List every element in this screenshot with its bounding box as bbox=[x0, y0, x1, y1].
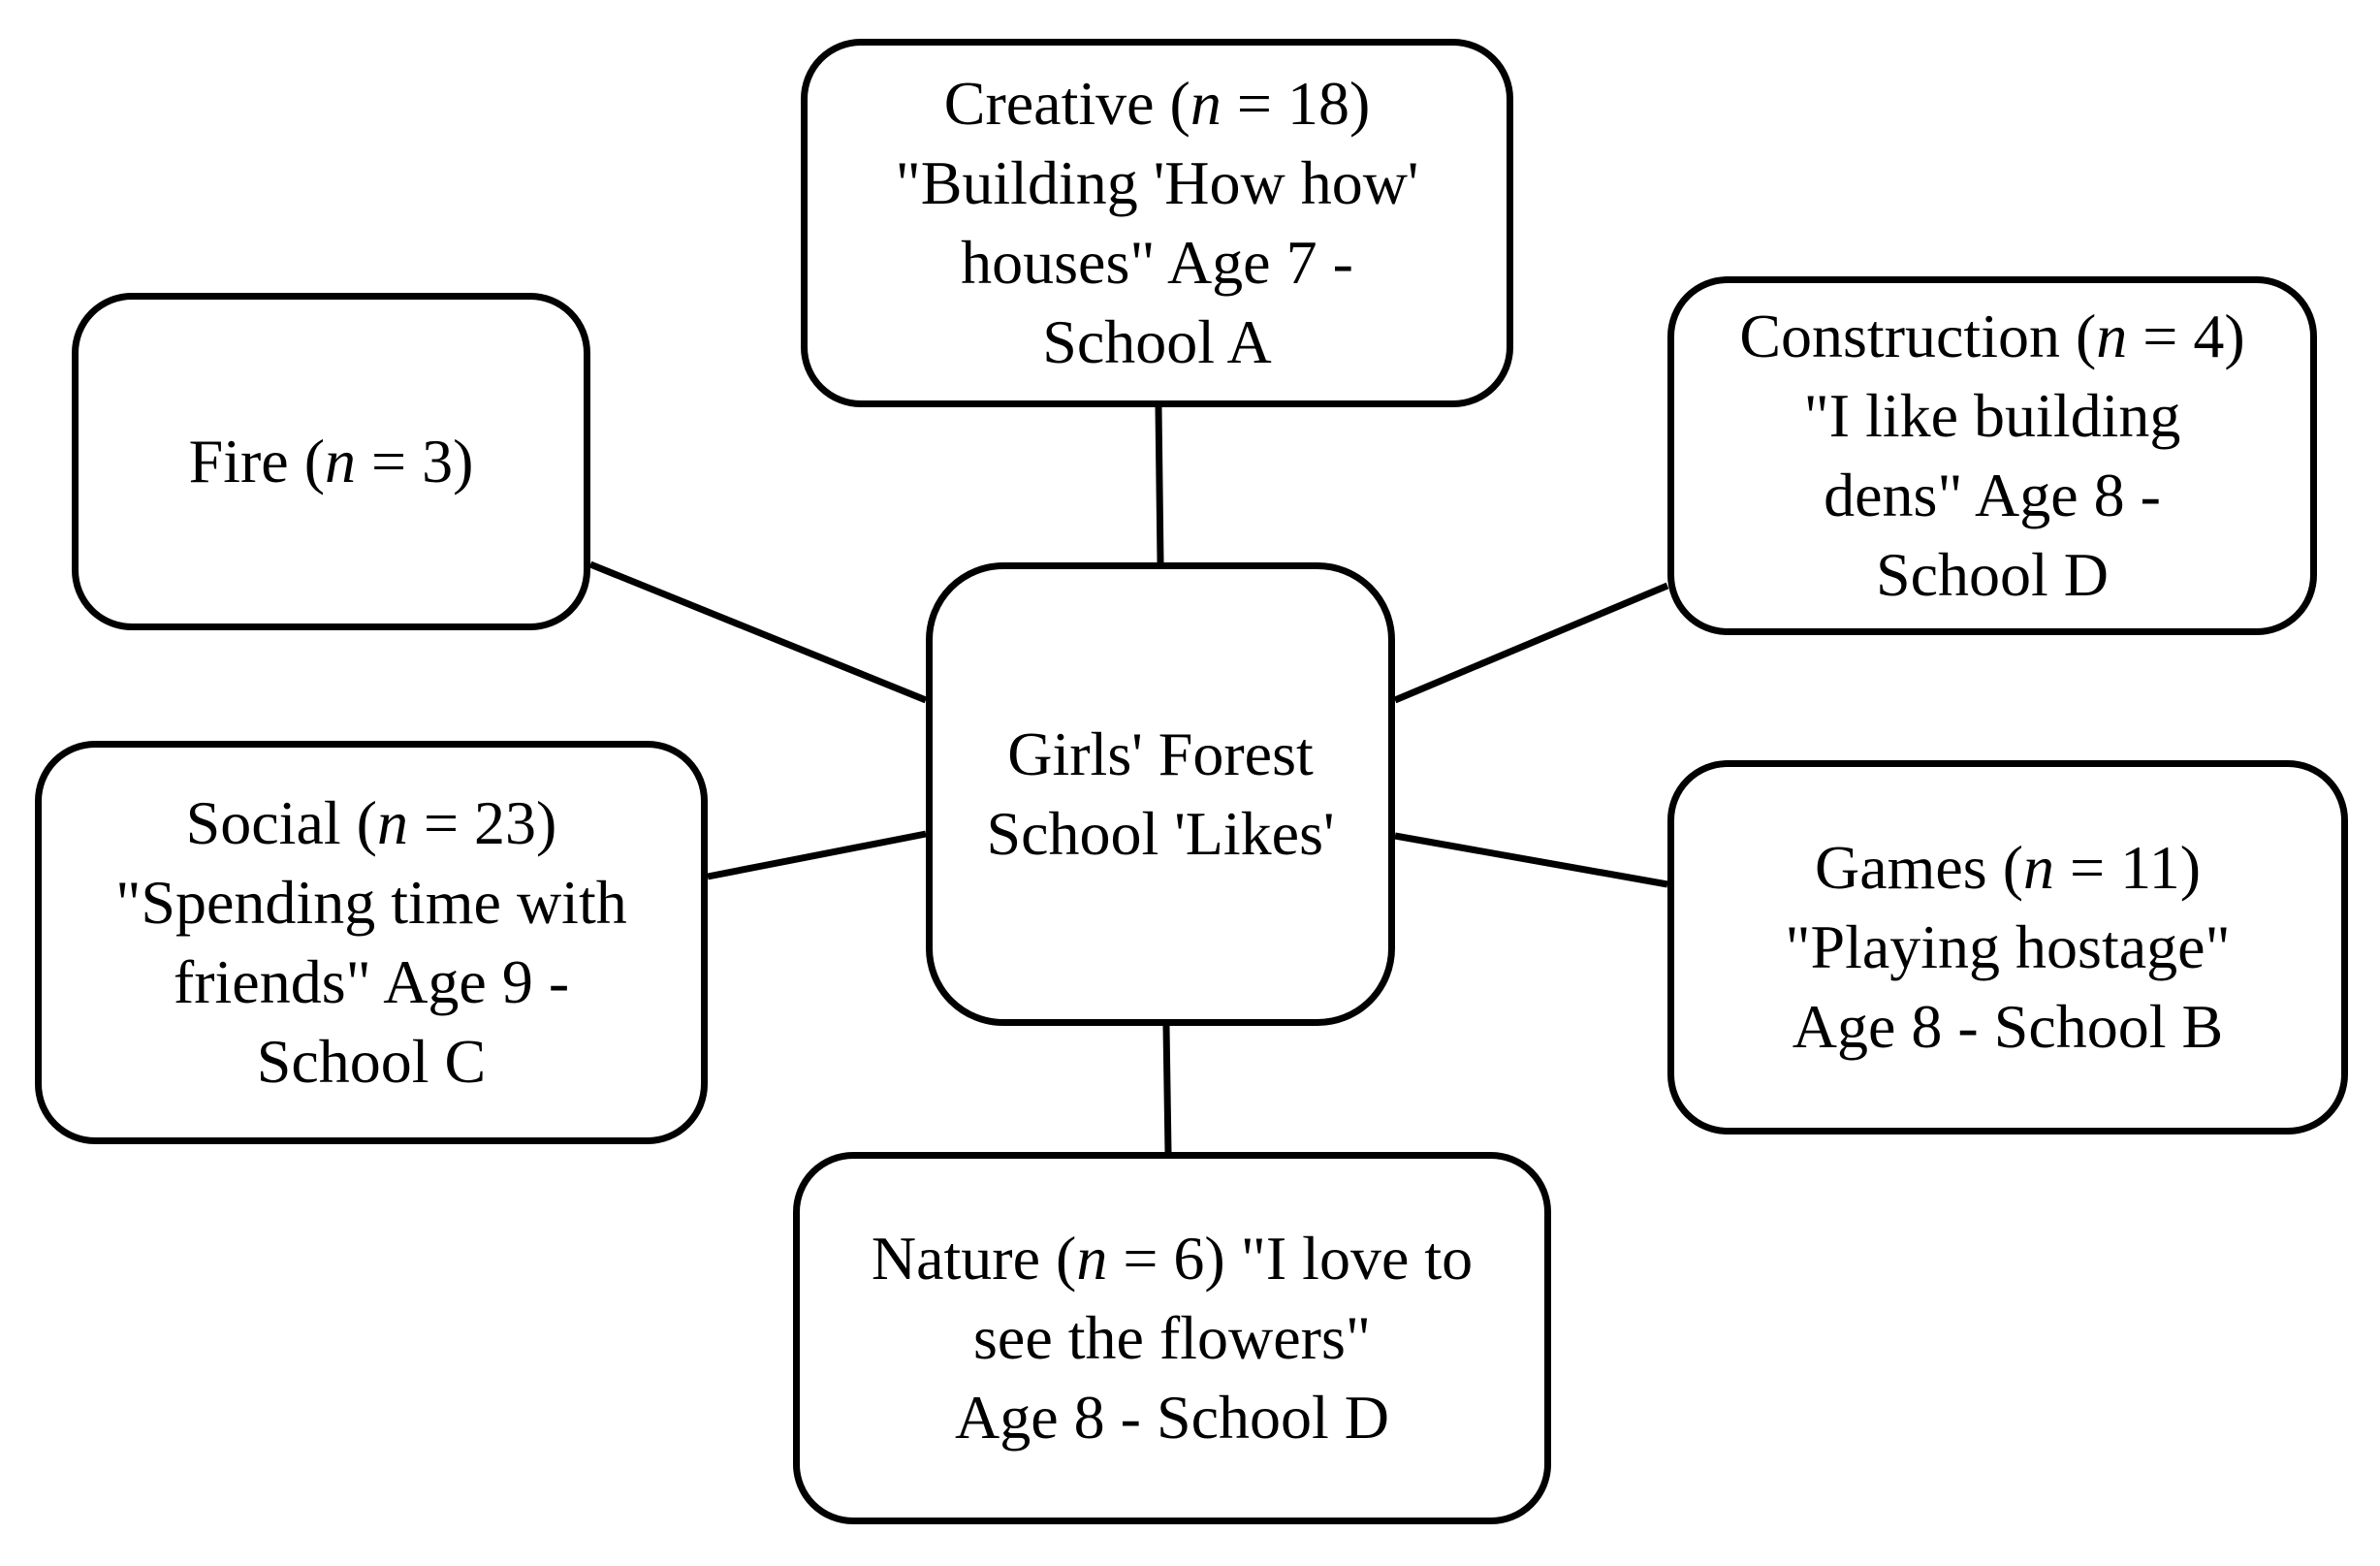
node-creative: Creative (n = 18)"Building 'How how'hous… bbox=[801, 39, 1513, 407]
node-creative-line: School A bbox=[1042, 303, 1271, 382]
node-text-segment: = 11) bbox=[2054, 833, 2202, 902]
node-text-segment: Social ( bbox=[185, 788, 377, 857]
node-text-segment: Construction ( bbox=[1739, 302, 2097, 370]
node-construction-line: Construction (n = 4) bbox=[1739, 297, 2244, 376]
node-text-segment: see the flowers" bbox=[973, 1303, 1371, 1372]
node-creative-line: Creative (n = 18) bbox=[944, 64, 1371, 144]
node-text-segment: "I like building bbox=[1803, 381, 2181, 450]
node-center-line: School 'Likes' bbox=[986, 794, 1334, 874]
sample-size-variable: n bbox=[2023, 833, 2054, 902]
node-text-segment: = 23) bbox=[407, 788, 557, 857]
node-text-segment: "Playing hostage" bbox=[1785, 912, 2231, 981]
node-social-line: Social (n = 23) bbox=[186, 783, 557, 863]
node-social-line: School C bbox=[257, 1022, 486, 1102]
node-creative-line: "Building 'How how' bbox=[896, 144, 1419, 223]
sample-size-variable: n bbox=[325, 427, 356, 495]
node-text-segment: dens" Age 8 - bbox=[1824, 461, 2161, 529]
node-games-line: "Playing hostage" bbox=[1785, 908, 2230, 987]
node-games-line: Games (n = 11) bbox=[1815, 828, 2201, 908]
node-nature-line: Age 8 - School D bbox=[955, 1378, 1389, 1457]
edge-center-creative bbox=[1155, 406, 1164, 563]
node-creative-line: houses" Age 7 - bbox=[961, 223, 1353, 303]
node-text-segment: School 'Likes' bbox=[986, 799, 1335, 868]
node-nature-line: see the flowers" bbox=[973, 1298, 1371, 1378]
node-text-segment: Nature ( bbox=[871, 1224, 1077, 1293]
node-text-segment: Fire ( bbox=[188, 427, 325, 495]
node-social-line: friends" Age 9 - bbox=[174, 943, 569, 1022]
edge-center-games bbox=[1394, 832, 1668, 888]
sample-size-variable: n bbox=[2096, 302, 2128, 370]
node-text-segment: Age 8 - School D bbox=[955, 1383, 1389, 1452]
node-games-line: Age 8 - School B bbox=[1793, 987, 2223, 1067]
node-construction-line: "I like building bbox=[1804, 376, 2181, 456]
edge-center-fire bbox=[588, 560, 928, 704]
node-text-segment: Creative ( bbox=[943, 69, 1190, 138]
node-text-segment: = 18) bbox=[1221, 69, 1371, 138]
node-text-segment: School D bbox=[1876, 540, 2109, 609]
edge-center-construction bbox=[1393, 582, 1669, 704]
node-text-segment: = 4) bbox=[2127, 302, 2245, 370]
node-text-segment: "Spending time with bbox=[115, 868, 627, 937]
sample-size-variable: n bbox=[1076, 1224, 1108, 1293]
node-text-segment: Age 8 - School B bbox=[1792, 992, 2224, 1061]
node-construction-line: dens" Age 8 - bbox=[1824, 456, 2161, 535]
node-games: Games (n = 11)"Playing hostage"Age 8 - S… bbox=[1667, 760, 2348, 1135]
node-text-segment: School C bbox=[256, 1027, 487, 1096]
node-text-segment: "Building 'How how' bbox=[895, 148, 1419, 217]
node-fire-line: Fire (n = 3) bbox=[189, 422, 474, 501]
edge-center-nature bbox=[1162, 1025, 1172, 1153]
node-text-segment: houses" Age 7 - bbox=[961, 228, 1353, 297]
edge-center-social bbox=[707, 830, 927, 880]
sample-size-variable: n bbox=[376, 788, 408, 857]
node-text-segment: = 3) bbox=[356, 427, 474, 495]
node-text-segment: friends" Age 9 - bbox=[173, 947, 570, 1016]
node-social-line: "Spending time with bbox=[115, 863, 626, 943]
node-text-segment: Girls' Forest bbox=[1007, 719, 1314, 788]
sample-size-variable: n bbox=[1190, 69, 1222, 138]
node-fire: Fire (n = 3) bbox=[72, 293, 590, 630]
node-construction-line: School D bbox=[1876, 535, 2109, 615]
node-text-segment: Games ( bbox=[1814, 833, 2023, 902]
node-text-segment: School A bbox=[1042, 307, 1272, 376]
node-text-segment: = 6) "I love to bbox=[1107, 1224, 1474, 1293]
node-center-line: Girls' Forest bbox=[1007, 715, 1314, 794]
node-nature-line: Nature (n = 6) "I love to bbox=[872, 1219, 1473, 1298]
